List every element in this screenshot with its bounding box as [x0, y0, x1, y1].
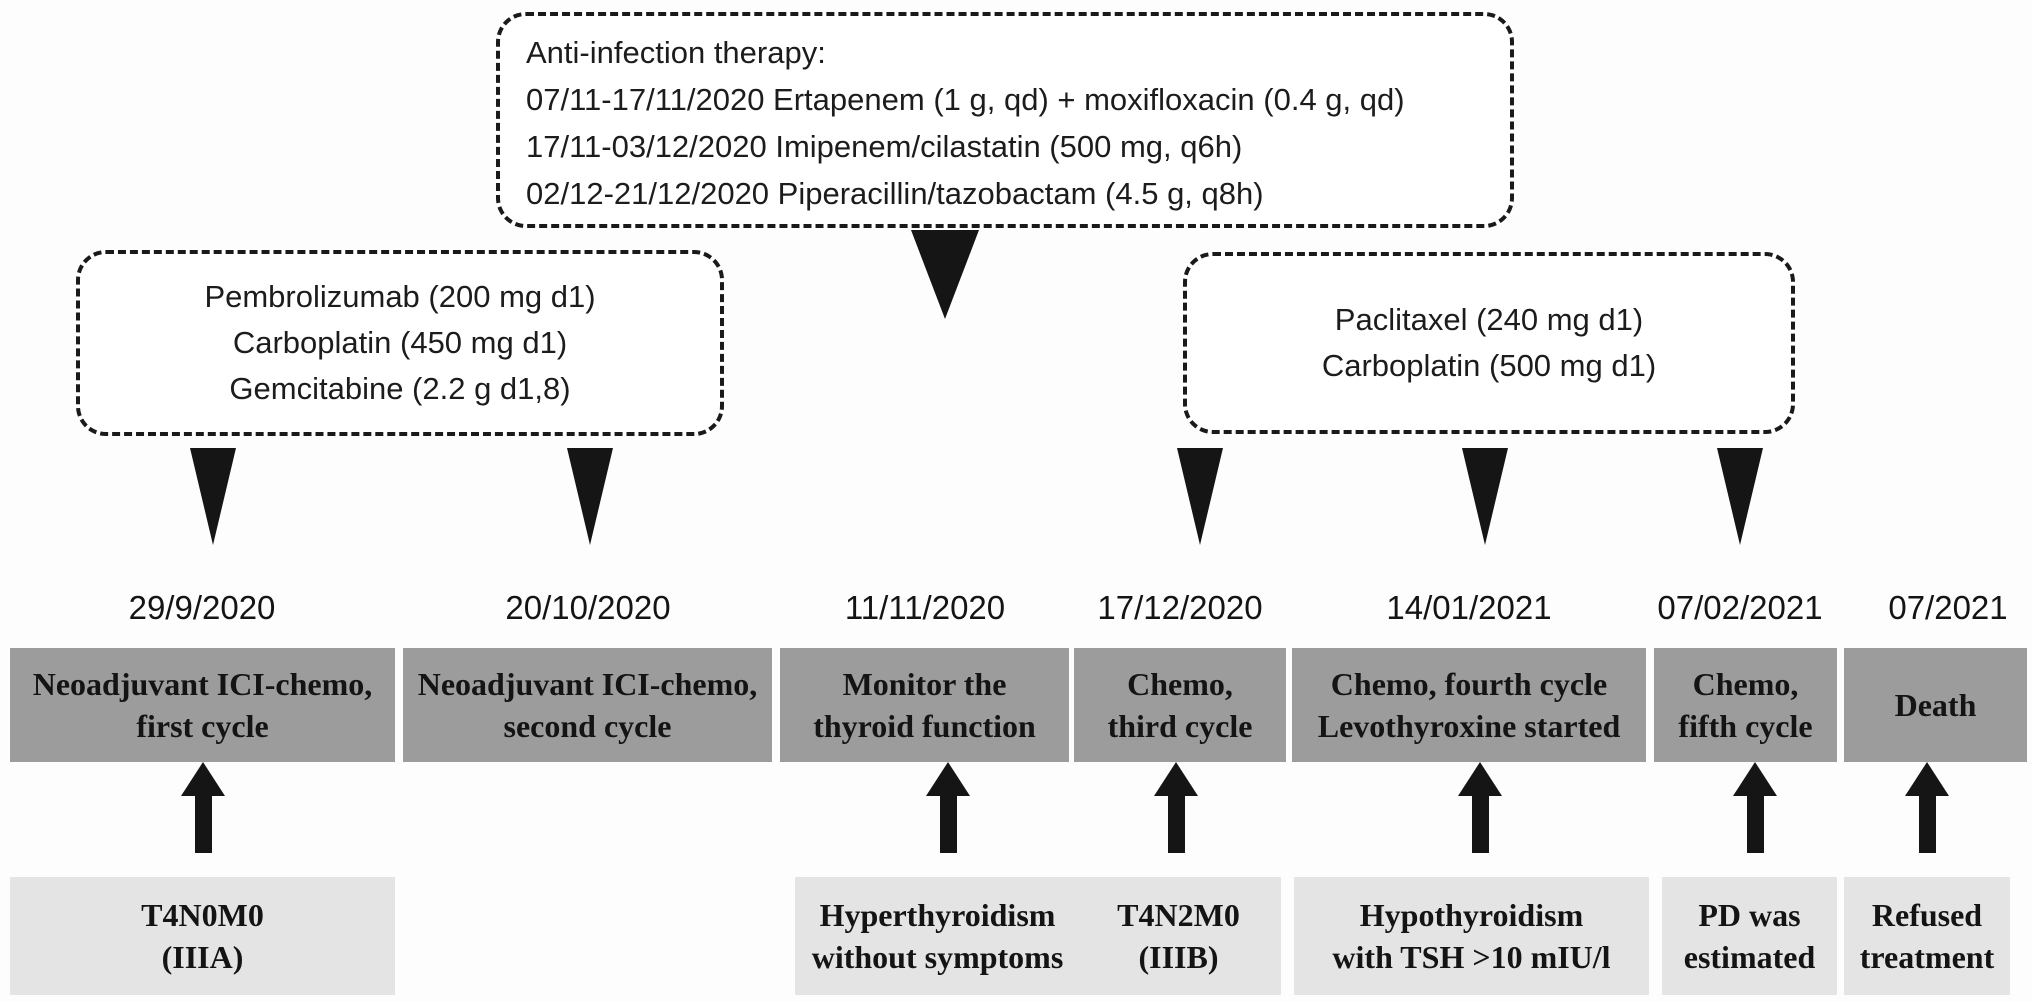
arrow-down-icon: [1462, 448, 1508, 545]
outcome-box-hypothyroidism: Hypothyroidism with TSH >10 mIU/l: [1294, 877, 1649, 995]
arrow-down-icon: [911, 230, 979, 319]
regimen-line: Paclitaxel (240 mg d1): [1334, 302, 1644, 337]
event-box-fourth-cycle: Chemo, fourth cycle Levothyroxine starte…: [1292, 648, 1646, 762]
regimen-line: Gemcitabine (2.2 g d1,8): [229, 371, 571, 406]
timeline-date: 14/01/2021: [1386, 589, 1552, 626]
outcome-box-refused: Refused treatment: [1844, 877, 2010, 995]
timeline-date: 17/12/2020: [1097, 589, 1263, 626]
outcome-box-t4n2m0: T4N2M0 (IIIB): [1076, 877, 1281, 995]
chemo-regimen-box: Paclitaxel (240 mg d1) Carboplatin (500 …: [1183, 252, 1795, 434]
outcome-box-pd-estimated: PD was estimated: [1662, 877, 1837, 995]
arrow-down-icon: [567, 448, 613, 545]
regimen-line: Carboplatin (450 mg d1): [232, 325, 568, 360]
anti-infection-title: Anti-infection therapy:: [526, 35, 826, 70]
timeline-date: 20/10/2020: [505, 589, 671, 626]
anti-infection-therapy-box: Anti-infection therapy: 07/11-17/11/2020…: [496, 12, 1514, 228]
therapy-line: 07/11-17/11/2020 Ertapenem (1 g, qd) + m…: [526, 82, 1405, 117]
therapy-line: 02/12-21/12/2020 Piperacillin/tazobactam…: [526, 176, 1264, 211]
regimen-line: Pembrolizumab (200 mg d1): [204, 279, 596, 314]
arrow-up-icon: [1154, 762, 1198, 853]
neoadjuvant-regimen-box: Pembrolizumab (200 mg d1) Carboplatin (4…: [76, 250, 724, 436]
event-box-thyroid-monitor: Monitor the thyroid function: [780, 648, 1069, 762]
timeline-date: 11/11/2020: [844, 589, 1006, 626]
arrow-up-icon: [181, 762, 225, 853]
event-box-third-cycle: Chemo, third cycle: [1074, 648, 1286, 762]
arrow-up-icon: [1458, 762, 1502, 853]
arrow-up-icon: [1733, 762, 1777, 853]
arrow-up-icon: [926, 762, 970, 853]
event-box-fifth-cycle: Chemo, fifth cycle: [1654, 648, 1837, 762]
outcome-box-t4n0m0: T4N0M0 (IIIA): [10, 877, 395, 995]
event-box-first-cycle: Neoadjuvant ICI-chemo, first cycle: [10, 648, 395, 762]
outcome-box-hyperthyroidism: Hyperthyroidism without symptoms: [795, 877, 1080, 995]
arrow-down-icon: [190, 448, 236, 545]
arrow-down-icon: [1717, 448, 1763, 545]
event-box-second-cycle: Neoadjuvant ICI-chemo, second cycle: [403, 648, 772, 762]
event-box-death: Death: [1844, 648, 2027, 762]
timeline-date: 07/02/2021: [1657, 589, 1823, 626]
arrow-up-icon: [1905, 762, 1949, 853]
arrow-down-icon: [1177, 448, 1223, 545]
therapy-line: 17/11-03/12/2020 Imipenem/cilastatin (50…: [526, 129, 1243, 164]
regimen-line: Carboplatin (500 mg d1): [1321, 348, 1657, 383]
timeline-date: 29/9/2020: [128, 589, 276, 626]
timeline-date: 07/2021: [1888, 589, 2008, 626]
